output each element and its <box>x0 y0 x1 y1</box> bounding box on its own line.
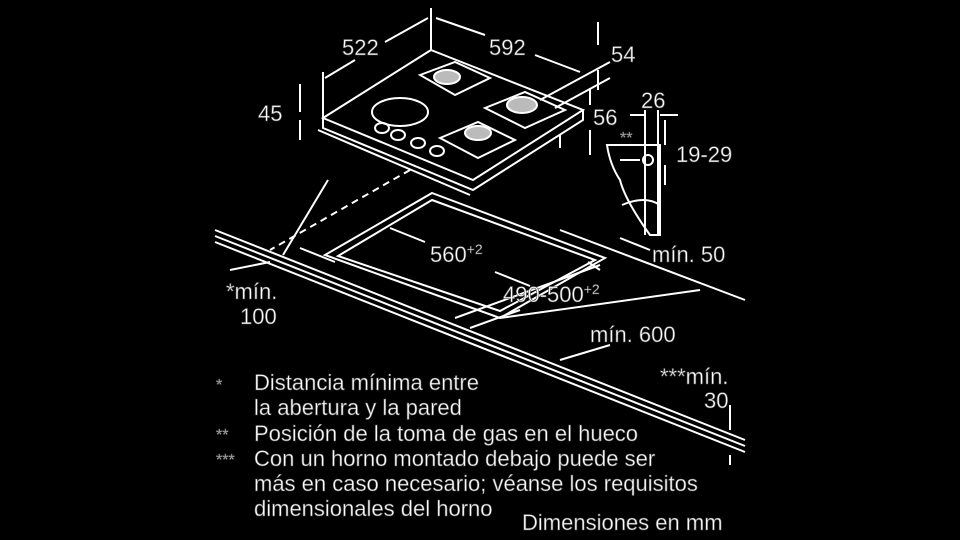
wok-burner-ring <box>371 97 429 127</box>
note-line: Posición de la toma de gas en el hueco <box>254 421 638 446</box>
dim-cutout-depth: 490-500+2 <box>503 281 600 307</box>
burner <box>433 69 461 85</box>
countertop <box>214 229 746 453</box>
dim-min-50: mín. 50 <box>652 242 725 267</box>
note-marker: * <box>216 377 222 394</box>
dim-min-100-label: *mín. <box>226 279 277 304</box>
note-line: más en caso necesario; véanse los requis… <box>254 471 698 496</box>
dim-min-100-value: 100 <box>240 304 277 329</box>
note-line: Distancia mínima entre <box>254 370 479 395</box>
dim-min-30-label: ***mín. <box>660 364 728 389</box>
note-line: Con un horno montado debajo puede ser <box>254 446 655 471</box>
units-label: Dimensiones en mm <box>522 510 723 535</box>
note-line: dimensionales del horno <box>254 496 493 521</box>
dim-56: 56 <box>593 105 617 130</box>
note-marker: ** <box>216 427 228 444</box>
dim-cutout-width: 560+2 <box>430 241 483 267</box>
dim-width: 592 <box>489 35 526 60</box>
dim-gas-range: 19-29 <box>676 142 732 167</box>
hob <box>317 48 586 196</box>
dim-26: 26 <box>641 88 665 113</box>
dim-thickness: 45 <box>258 101 282 126</box>
burner <box>506 96 538 114</box>
dim-54: 54 <box>611 42 635 67</box>
dimension-lines <box>229 8 731 465</box>
dim-min-600: mín. 600 <box>590 322 676 347</box>
note-line: la abertura y la pared <box>254 395 462 420</box>
gas-marker: ** <box>620 130 632 147</box>
control-knobs <box>374 122 445 157</box>
dim-min-30-value: 30 <box>704 388 728 413</box>
burner <box>464 125 492 141</box>
gas-connection-detail <box>605 110 678 236</box>
footnotes: * Distancia mínima entre la abertura y l… <box>216 370 699 522</box>
note-marker: *** <box>216 452 235 469</box>
dim-depth: 522 <box>342 35 379 60</box>
